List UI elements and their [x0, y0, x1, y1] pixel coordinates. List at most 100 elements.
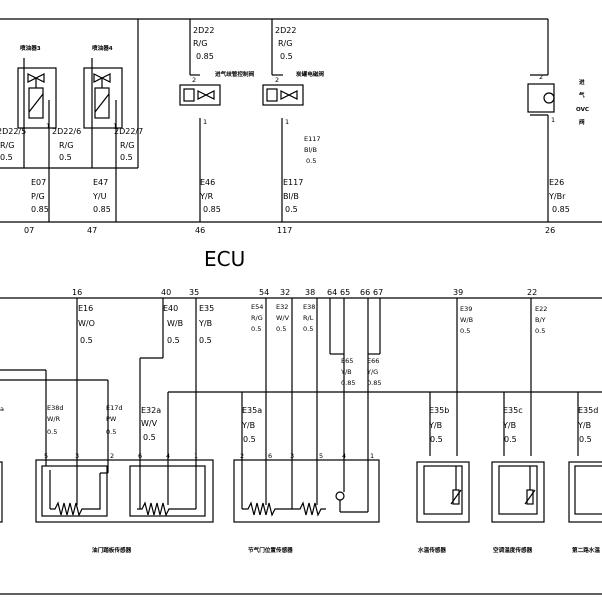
wire-e35b-size: 0.5: [430, 435, 443, 444]
ecu-pin-65: 65: [340, 288, 350, 297]
ecu-pin-16: 16: [72, 288, 82, 297]
wire-e40-id: E40: [163, 304, 178, 313]
valve2-pin-bottom: 1: [285, 118, 289, 126]
wire-e26-size: 0.85: [552, 205, 570, 214]
wire-e66-size: 0.85: [367, 379, 381, 387]
wire-e26-color: Y/Br: [548, 192, 566, 201]
throttle-sensor-name: 节气门位置传感器: [248, 546, 293, 554]
supply-1-color: R/G: [193, 39, 207, 48]
wire-e07-id: E07: [31, 178, 46, 187]
ecu-pin-32: 32: [280, 288, 290, 297]
ecu-pin-66: 66: [360, 288, 370, 297]
ecu-pin-35: 35: [189, 288, 199, 297]
wire-e17d-size: 0.5: [106, 428, 116, 436]
injector-wire-labels: 2D22/5 R/G 0.5 2D22/6 R/G 0.5 2D22/7 R/G…: [0, 127, 143, 162]
valve2-wire-color: Bl/B: [304, 146, 317, 154]
top-ecu-pins: 07 47 46 117 26: [24, 226, 555, 235]
ecu-pin-39: 39: [453, 288, 463, 297]
wire-e22-id: E22: [535, 305, 547, 313]
wire-e40-color: W/B: [167, 319, 183, 328]
wire-e35c-size: 0.5: [504, 435, 517, 444]
ecu-pin-47: 47: [87, 226, 97, 235]
wire-e54-color: R/G: [251, 314, 263, 322]
injector-3-wire-size: 0.5: [0, 153, 13, 162]
injector-extra-wire-id: 2D22/7: [114, 127, 143, 136]
wire-e39-size: 0.5: [460, 327, 470, 335]
injector-4-wire-size: 0.5: [59, 153, 72, 162]
ovc-label-2: 气: [578, 91, 585, 99]
wire-e32a-size: 0.5: [143, 433, 156, 442]
wire-e07-color: P/G: [31, 192, 45, 201]
ecu-pin-22: 22: [527, 288, 537, 297]
wire-e47-id: E47: [93, 178, 108, 187]
valve2-pin-top: 2: [275, 76, 279, 84]
top-wires: [0, 18, 602, 223]
supply-2-id: 2D22: [275, 26, 296, 35]
ovc-valve: 2 1 进 气 OVC 阀: [527, 73, 589, 126]
valve2-wire-id: E117: [304, 135, 321, 143]
pedal-pin-3: 3: [75, 452, 79, 460]
wire-e32-color: W/V: [276, 314, 290, 322]
throttle-position-sensor: 2 6 3 5 4 1: [233, 452, 380, 523]
valve1-pin-bottom: 1: [203, 118, 207, 126]
injector-4: 1 喷油器4: [83, 44, 123, 130]
wire-e40-size: 0.5: [167, 336, 180, 345]
wire-e54-size: 0.5: [251, 325, 261, 333]
ovc-pin-bottom: 1: [551, 116, 555, 124]
supply-1-id: 2D22: [193, 26, 214, 35]
ac-temp-sensor: [491, 461, 545, 523]
wire-e117-id: E117: [283, 178, 303, 187]
injector-3-wire-color: R/G: [0, 141, 14, 150]
wire-e35a-color: Y/B: [241, 421, 255, 430]
throttle-pin-4: 4: [342, 452, 346, 460]
injector-3-name: 喷油器3: [20, 44, 41, 52]
injector-4-pin: 1: [113, 122, 117, 130]
wire-e38d-size: 0.5: [47, 428, 57, 436]
wire-e35-id: E35: [199, 304, 214, 313]
supply-2-color: R/G: [278, 39, 292, 48]
injector-3: 1 喷油器3: [17, 44, 57, 130]
wire-e35b-color: Y/B: [428, 421, 442, 430]
pedal-pin-5: 5: [44, 452, 48, 460]
injector-4-wire-id: 2D22/6: [52, 127, 81, 136]
ecu-pin-117: 117: [277, 226, 292, 235]
left-cut-component: [0, 461, 3, 523]
valve2-name: 炭罐电磁阀: [296, 70, 324, 78]
wire-e65-color: Y/B: [340, 368, 352, 376]
pedal-sensor-name: 油门踏板传感器: [92, 546, 132, 554]
wire-e39-color: W/B: [460, 316, 473, 324]
wire-e17d-color: PW: [106, 415, 117, 423]
wire-e35a-id: E35a: [242, 406, 262, 415]
supply-labels: 2D22 R/G 0.85 2D22 R/G 0.5: [193, 26, 296, 61]
valve2-wire-size: 0.5: [306, 157, 316, 165]
ac-sensor-name: 空调温度传感器: [493, 546, 533, 554]
wire-e07-size: 0.85: [31, 205, 49, 214]
valve1-pin-top: 2: [192, 76, 196, 84]
coolant-temp-sensor: [416, 461, 470, 523]
wire-e47-size: 0.85: [93, 205, 111, 214]
injector-extra-wire-size: 0.5: [120, 153, 133, 162]
pedal-pin-6: 6: [138, 452, 142, 460]
intake-control-valve: 2 1 进气歧管控制阀: [179, 70, 255, 126]
wire-e65-size: 0.85: [341, 379, 355, 387]
ecu-pin-26: 26: [545, 226, 555, 235]
wire-e32a-color: W/V: [141, 419, 158, 428]
wire-e35-color: Y/B: [198, 319, 212, 328]
injector-4-name: 喷油器4: [92, 44, 113, 52]
wire-e22-size: 0.5: [535, 327, 545, 335]
wire-e38-color: R/L: [303, 314, 314, 322]
top-ecu-wire-labels: E07 P/G 0.85 E47 Y/U 0.85 E46 Y/R 0.85 E…: [31, 178, 570, 214]
wire-e16-id: E16: [78, 304, 93, 313]
valve1-name: 进气歧管控制阀: [215, 70, 255, 78]
wire-e32-size: 0.5: [276, 325, 286, 333]
sensor-wire-labels: a E38d W/R 0.5 E17d PW 0.5 E32a W/V 0.5 …: [0, 404, 598, 444]
injector-3-wire-id: 2D22/5: [0, 127, 26, 136]
pedal-pin-4: 4: [166, 452, 170, 460]
wire-e32-id: E32: [276, 303, 288, 311]
throttle-pin-5: 5: [319, 452, 323, 460]
wire-e39-id: E39: [460, 305, 472, 313]
wire-e38d-id: E38d: [47, 404, 64, 412]
ecu-pin-64: 64: [327, 288, 337, 297]
wire-e16-size: 0.5: [80, 336, 93, 345]
